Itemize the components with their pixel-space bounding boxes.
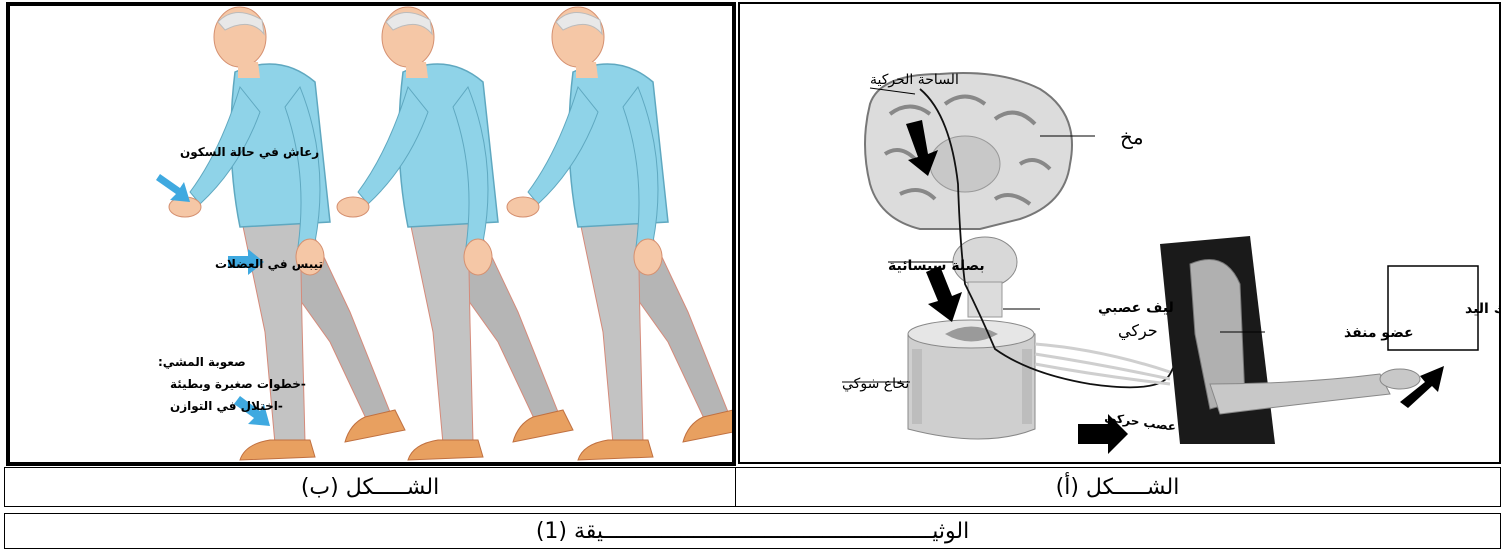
hand-movement-label: تحريك اليد (1465, 301, 1499, 317)
walker-figure-1 (169, 7, 405, 460)
effector-label: عضو منفذ (1344, 325, 1414, 341)
motor-pathway-diagram: الساحة الحركية مخ بصلة سيسائية ليف عصبي … (740, 4, 1499, 462)
spinal-cord-illustration (908, 320, 1035, 439)
motor-fiber-label-line1: ليف عصبي (1098, 300, 1174, 316)
brain-illustration (865, 73, 1072, 229)
tremor-label: رعاش في حالة السكون (180, 145, 319, 160)
motor-area-label: الساحة الحركية (870, 72, 959, 88)
walking-difficulty-line2: -اختلال في التوازن (170, 399, 283, 414)
figure-b-panel: رعاش في حالة السكون تيبس في العضلات صعوب… (6, 2, 736, 466)
rigidity-label: تيبس في العضلات (215, 257, 323, 271)
walking-difficulty-title: صعوبة المشي: (158, 355, 246, 370)
tremor-arrow-icon (156, 174, 190, 202)
document-title: الوثيـــــــــــــــــــــــــــــــــــ… (4, 513, 1501, 549)
figure-a-caption: الشـــــكل (أ) (735, 468, 1500, 506)
medulla-label: بصلة سيسائية (888, 258, 985, 274)
figure-a-panel: الساحة الحركية مخ بصلة سيسائية ليف عصبي … (738, 2, 1501, 464)
brain-label: مخ (1120, 125, 1144, 149)
spinal-cord-label: نخاع شوكي (842, 376, 909, 392)
motor-fiber-label-line2: حركي (1118, 321, 1158, 341)
medulla-illustration (953, 237, 1017, 317)
captions-row: الشـــــكل (ب) الشـــــكل (أ) (4, 467, 1501, 507)
walking-difficulty-line1: -خطوات صغيرة وبطيئة (170, 377, 306, 392)
figure-b-caption: الشـــــكل (ب) (5, 468, 736, 506)
parkinson-walkers-illustration: رعاش في حالة السكون تيبس في العضلات صعوب… (10, 6, 732, 462)
